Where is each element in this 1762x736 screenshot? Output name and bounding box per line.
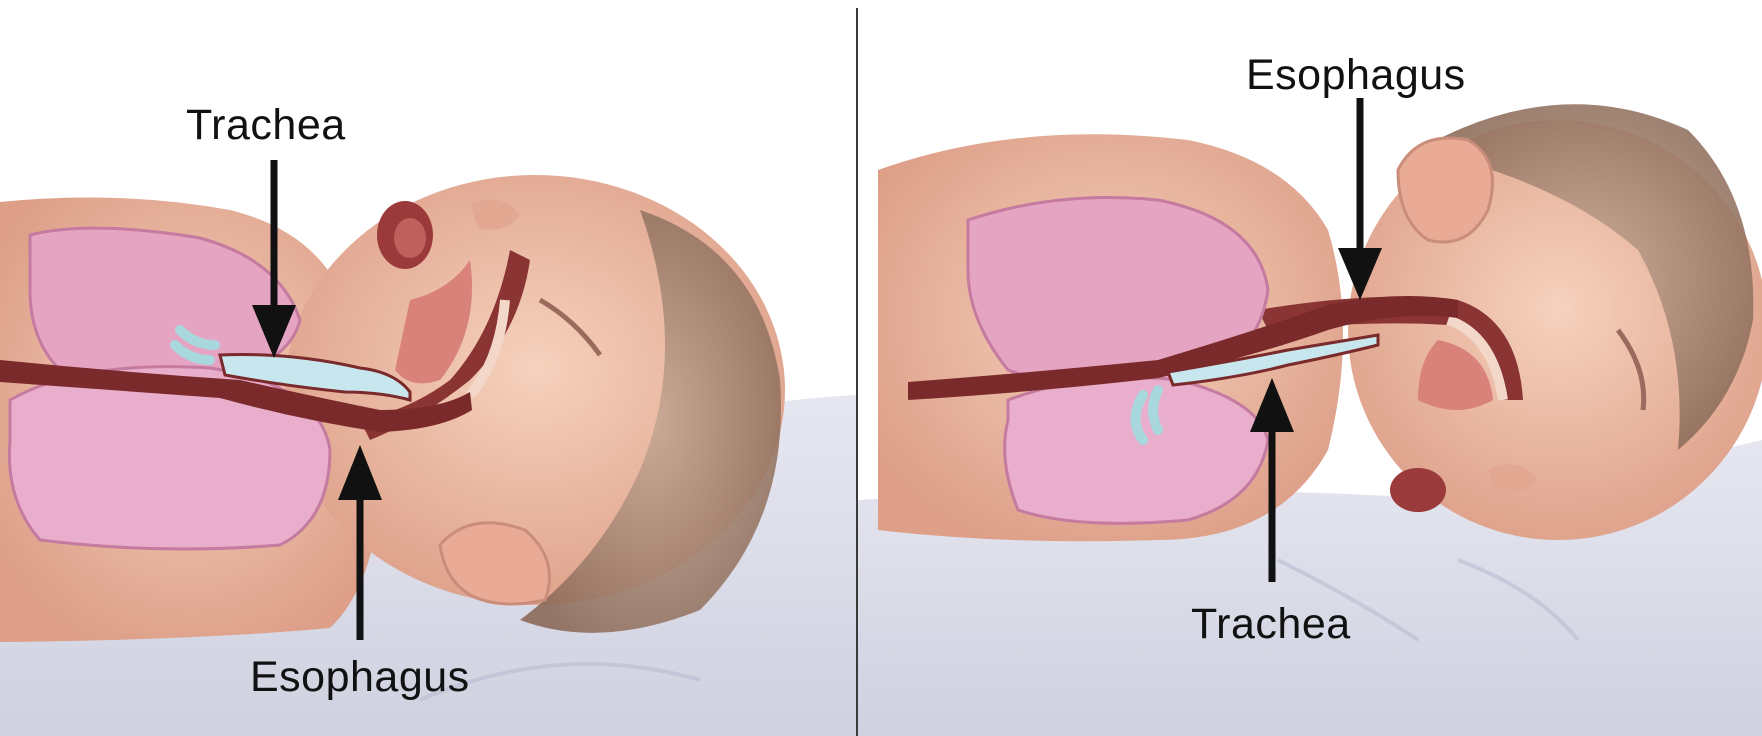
esophagus-label: Esophagus	[1246, 54, 1466, 97]
trachea-label: Trachea	[1191, 603, 1351, 646]
prone-illustration-panel: Esophagus Trachea	[858, 0, 1762, 736]
mouth-inner	[394, 218, 426, 258]
supine-baby-illustration	[0, 0, 856, 736]
trachea-label: Trachea	[186, 104, 346, 147]
supine-illustration-panel: Trachea Esophagus	[0, 0, 856, 736]
ear	[1398, 138, 1493, 242]
esophagus-label: Esophagus	[250, 656, 470, 699]
open-mouth	[1390, 468, 1446, 512]
